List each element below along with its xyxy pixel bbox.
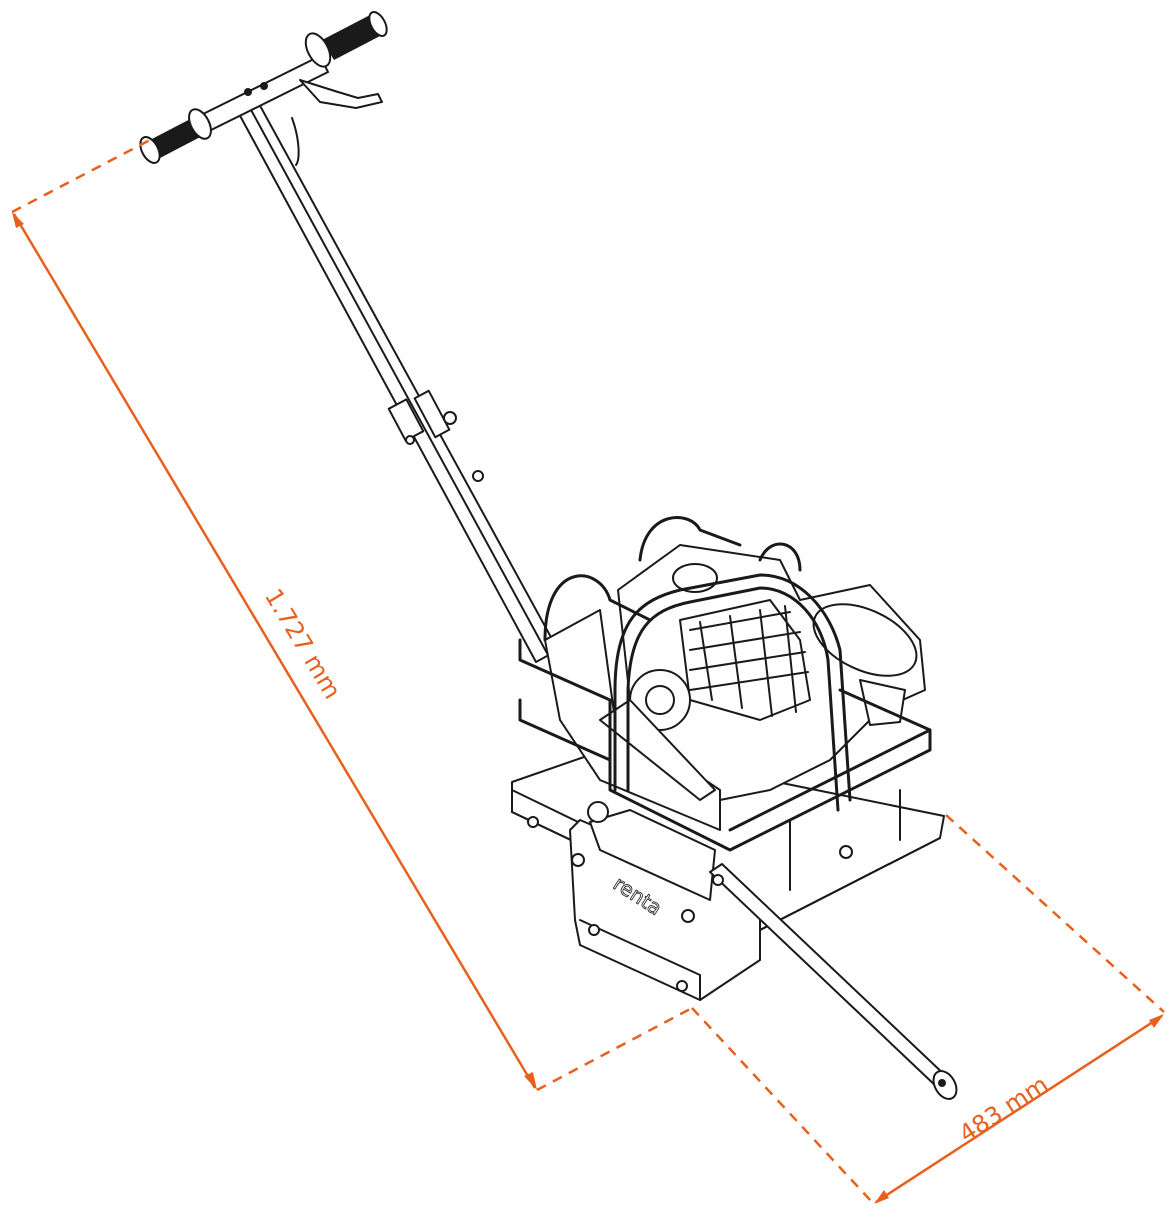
height-extension-bottom (536, 1006, 693, 1092)
right-grip[interactable] (301, 9, 391, 70)
handle-crossbar (194, 55, 383, 166)
width-extension-right (945, 814, 1165, 1013)
width-extension-left (691, 1007, 873, 1203)
arrow-head-icon (524, 1072, 537, 1090)
left-grip[interactable] (136, 106, 215, 166)
protection-frame (518, 516, 932, 891)
height-extension-top (11, 138, 151, 214)
width-dimension-line (875, 1014, 1163, 1204)
steering-rod (709, 863, 958, 1100)
arrow-head-icon (874, 1190, 889, 1204)
front-plate: renta (569, 801, 761, 1001)
arrow-head-icon (1149, 1014, 1164, 1028)
height-dimension-line (12, 213, 537, 1089)
arrow-head-icon (12, 212, 24, 228)
width-label: 483 mm (954, 1070, 1053, 1148)
height-label: 1.727 mm (259, 584, 346, 704)
handle-bar (237, 101, 559, 663)
